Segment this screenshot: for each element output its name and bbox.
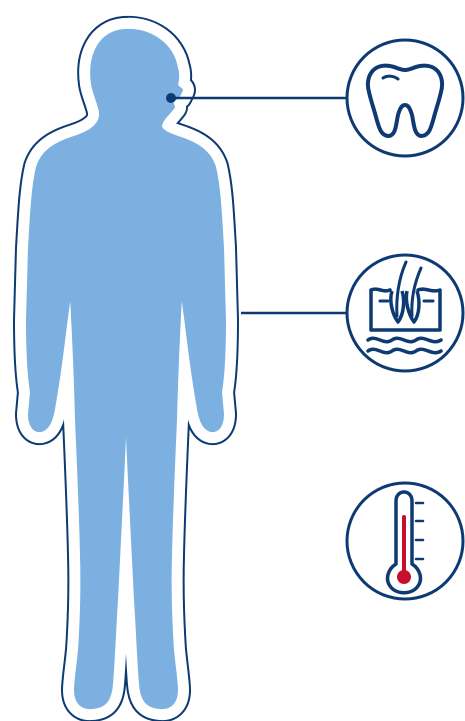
tooth-icon-circle xyxy=(347,40,463,156)
thermometer-icon xyxy=(347,483,463,599)
thermometer-bulb xyxy=(397,570,411,584)
human-body-silhouette xyxy=(28,31,224,707)
tooth-icon xyxy=(347,40,463,156)
skin-icon-circle xyxy=(347,255,463,371)
skin-hair-follicle-icon xyxy=(347,255,463,371)
